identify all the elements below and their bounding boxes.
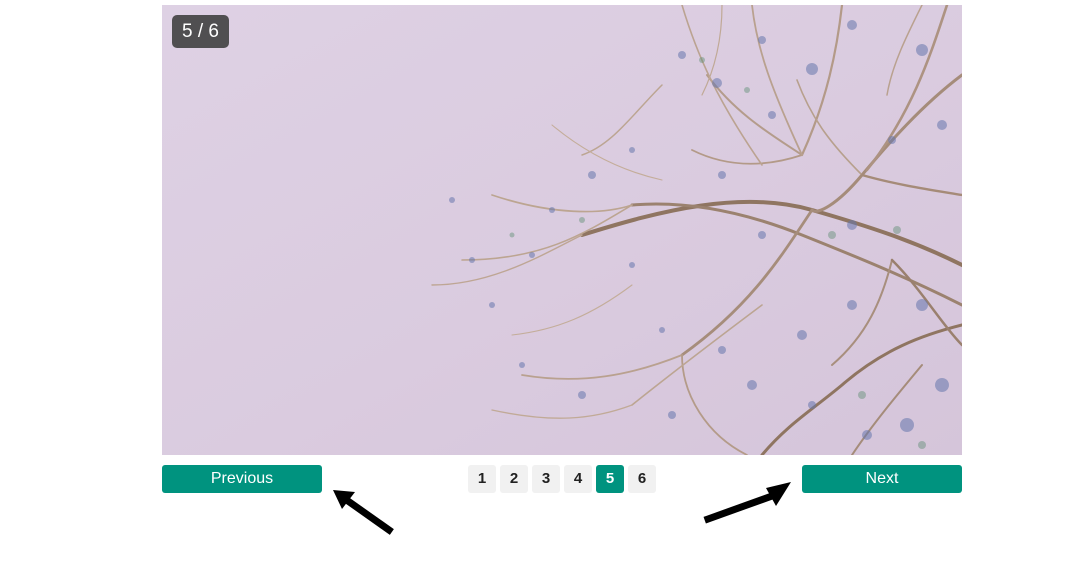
tree-branches-image [162,5,962,455]
page-button-6[interactable]: 6 [628,465,656,493]
page-button-1[interactable]: 1 [468,465,496,493]
slide-counter: 5 / 6 [172,15,229,48]
arrow-up-left-icon [333,490,394,535]
page-button-5[interactable]: 5 [596,465,624,493]
page-button-4[interactable]: 4 [564,465,592,493]
arrow-up-right-icon [703,482,791,524]
image-slider: 5 / 6 [162,5,962,455]
page-button-2[interactable]: 2 [500,465,528,493]
next-button[interactable]: Next [802,465,962,493]
previous-button[interactable]: Previous [162,465,322,493]
page-button-3[interactable]: 3 [532,465,560,493]
